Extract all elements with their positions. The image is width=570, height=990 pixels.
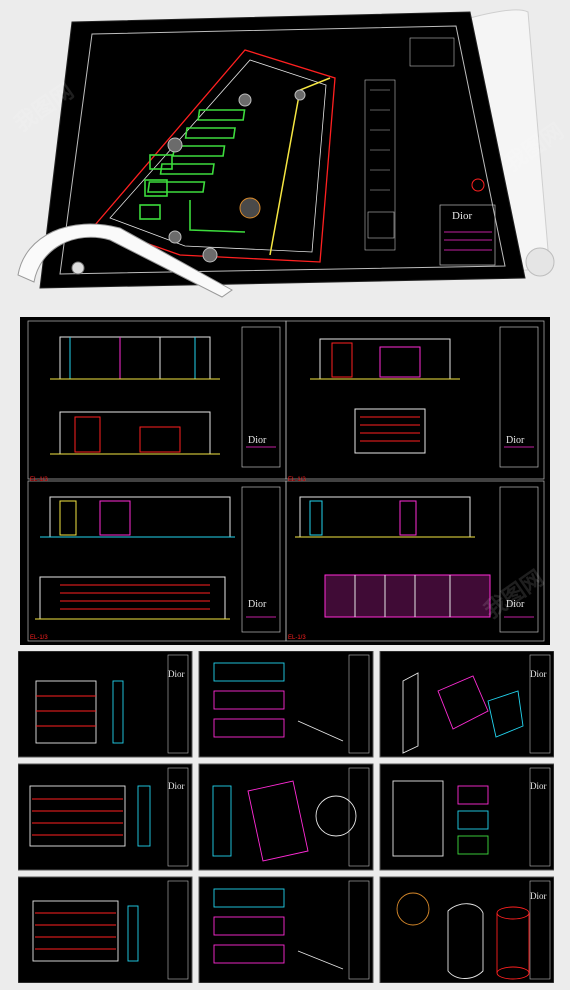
sheet-label-a: EL-1/3 — [30, 477, 48, 483]
brand-logo-q2: Dior — [506, 435, 525, 446]
brand-logo-d6: Dior — [530, 781, 547, 791]
brand-logo-plan: Dior — [452, 210, 473, 222]
brand-logo-q3: Dior — [248, 599, 267, 610]
detail-drawings — [18, 651, 554, 983]
sheet-label-c: EL-1/3 — [30, 635, 48, 641]
protractor-tool — [17, 223, 233, 298]
sheet-label-b: EL-1/3 — [288, 477, 306, 483]
floor-plan-sheet: Dior 我图网 我图网 — [0, 0, 570, 300]
brand-logo-d3: Dior — [530, 669, 547, 679]
detail-sheet-grid: Dior Dior Dior Dior Dior — [18, 651, 554, 983]
elevation-sheet-set: Dior Dior Dior Dior EL-1/3 EL-1/3 EL-1/3… — [20, 317, 550, 645]
brand-logo-q1: Dior — [248, 435, 267, 446]
sheet-label-d: EL-1/3 — [288, 635, 306, 641]
elevation-drawings — [27, 320, 545, 642]
brand-logo-d4: Dior — [168, 781, 185, 791]
brand-logo-q4: Dior — [506, 599, 525, 610]
floor-plan-drawing — [17, 9, 555, 298]
brand-logo-d9: Dior — [530, 891, 547, 901]
brand-logo-d1: Dior — [168, 669, 185, 679]
